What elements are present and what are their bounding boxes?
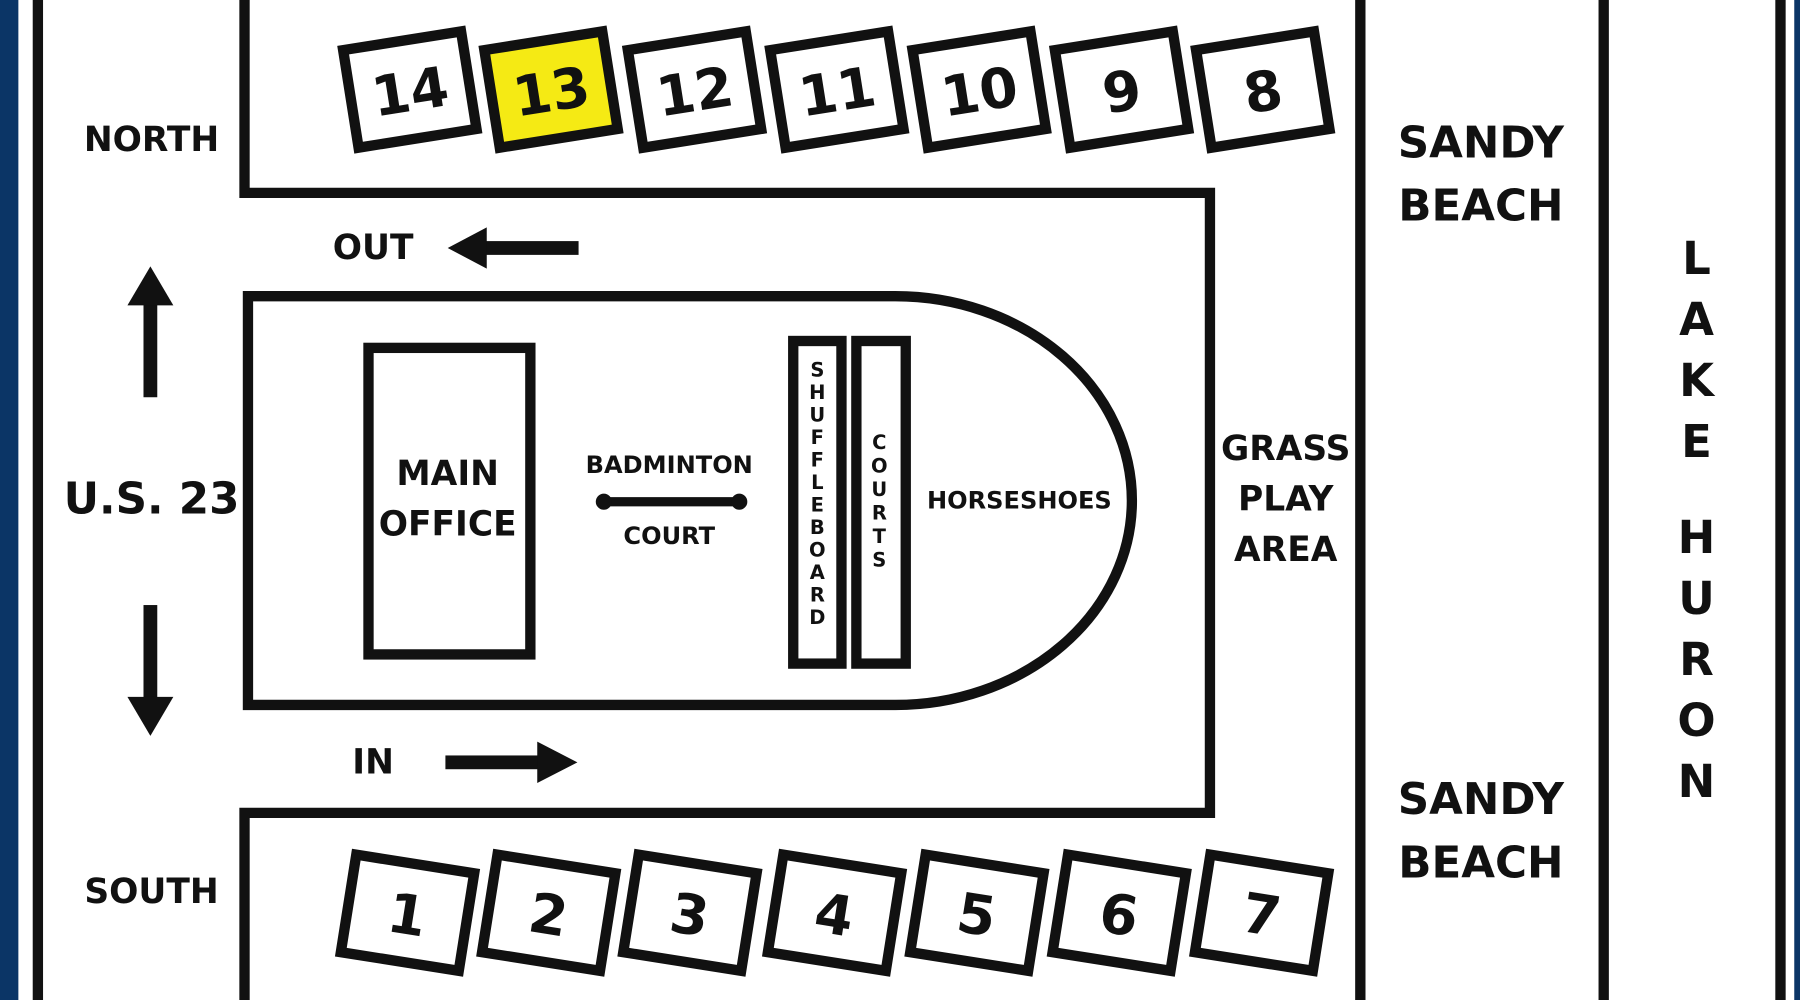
campsite-box bbox=[1048, 25, 1195, 154]
campsite-box bbox=[617, 848, 763, 977]
campsite-11[interactable]: 11 bbox=[764, 25, 910, 154]
campsite-6[interactable]: 6 bbox=[1046, 848, 1192, 977]
campsite-1[interactable]: 1 bbox=[334, 848, 481, 977]
campsite-number: 11 bbox=[794, 54, 880, 129]
badminton-net-post bbox=[731, 493, 748, 510]
campsite-box bbox=[764, 25, 910, 154]
campsite-13[interactable]: 13 bbox=[478, 25, 624, 154]
campsite-7[interactable]: 7 bbox=[1189, 848, 1335, 977]
shuffleboard-court-1 bbox=[788, 335, 847, 669]
sandy-beach-north-label: SANDY bbox=[1398, 119, 1565, 169]
badminton-net-post bbox=[595, 493, 612, 510]
grass-play-area-label: AREA bbox=[1234, 530, 1338, 570]
arrow-right-in-icon bbox=[445, 741, 578, 784]
in-label: IN bbox=[352, 742, 394, 782]
campsite-box bbox=[476, 848, 622, 977]
grass-play-area-label: PLAY bbox=[1238, 479, 1335, 519]
highway-label: U.S. 23 bbox=[64, 474, 240, 524]
shuffleboard-court-2 bbox=[851, 335, 911, 669]
campsite-number: 13 bbox=[509, 54, 595, 129]
campsite-box-highlighted bbox=[478, 25, 624, 154]
huron-label: HURON bbox=[1670, 511, 1723, 816]
campsite-number: 14 bbox=[367, 54, 453, 129]
campsite-9[interactable]: 9 bbox=[1048, 25, 1195, 154]
campsite-box bbox=[334, 848, 481, 977]
main-office-building bbox=[363, 342, 536, 660]
main-office-label: MAIN bbox=[396, 454, 499, 494]
lake-label: LAKE bbox=[1670, 232, 1723, 476]
campsite-box bbox=[621, 25, 768, 154]
sandy-beach-south-label: SANDY bbox=[1398, 775, 1565, 825]
campground-road bbox=[239, 0, 1216, 1000]
campsite-10[interactable]: 10 bbox=[906, 25, 1052, 154]
campsite-number: 10 bbox=[937, 54, 1023, 129]
out-label: OUT bbox=[333, 228, 414, 268]
campsite-number: 12 bbox=[652, 54, 738, 129]
main-office-label: OFFICE bbox=[379, 505, 517, 545]
campsite-box bbox=[1190, 25, 1336, 154]
campsite-box bbox=[1189, 848, 1335, 977]
sandy-beach-south-label: BEACH bbox=[1398, 838, 1563, 888]
frame-left-band bbox=[0, 0, 19, 1000]
campsite-14[interactable]: 14 bbox=[337, 25, 483, 154]
campsite-3[interactable]: 3 bbox=[617, 848, 763, 977]
campsite-box bbox=[906, 25, 1052, 154]
campsite-2[interactable]: 2 bbox=[476, 848, 622, 977]
frame-right-band bbox=[1794, 0, 1800, 1000]
center-island bbox=[242, 291, 1138, 711]
campsite-box bbox=[337, 25, 483, 154]
horseshoes-label: HORSESHOES bbox=[927, 487, 1112, 515]
arrow-down-icon bbox=[127, 605, 174, 736]
arrow-up-icon bbox=[127, 266, 174, 398]
campsite-8[interactable]: 8 bbox=[1190, 25, 1336, 154]
south-label: SOUTH bbox=[84, 872, 218, 912]
sandy-beach-north-label: BEACH bbox=[1398, 182, 1563, 232]
campsite-12[interactable]: 12 bbox=[621, 25, 768, 154]
grass-play-area-label: GRASS bbox=[1221, 429, 1350, 469]
campsite-box bbox=[904, 848, 1050, 977]
campsite-4[interactable]: 4 bbox=[761, 848, 908, 977]
campsite-5[interactable]: 5 bbox=[904, 848, 1050, 977]
campsite-box bbox=[1046, 848, 1192, 977]
badminton-label: BADMINTON bbox=[586, 451, 753, 479]
campsite-box bbox=[761, 848, 908, 977]
court-label: COURT bbox=[623, 522, 715, 550]
arrow-left-out-icon bbox=[447, 227, 579, 269]
north-label: NORTH bbox=[84, 120, 219, 160]
